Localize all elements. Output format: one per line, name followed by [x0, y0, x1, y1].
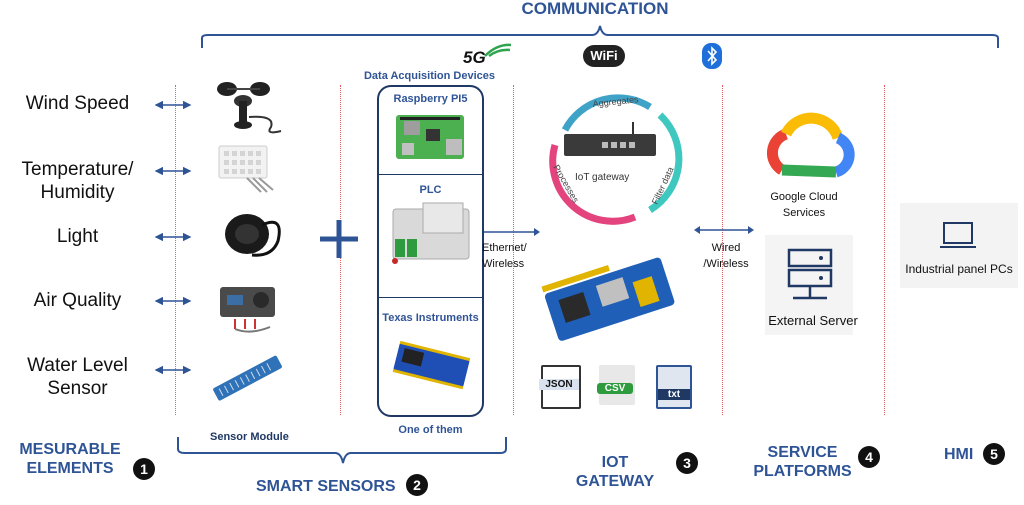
light-sensor-icon [225, 214, 281, 257]
label-temperature-humidity: Temperature/ Humidity [21, 159, 134, 203]
section-number-3: 3 [676, 452, 698, 474]
label-water-level: Water Level Sensor [27, 355, 128, 399]
csv-file-icon: CSV [597, 365, 635, 405]
5g-icon: 5G [463, 42, 513, 68]
section-measurable-elements: MESURABLE ELEMENTS [19, 441, 121, 477]
cycle-aggregates: Aggregates [592, 94, 639, 109]
daq-title: Data Acquisition Devices [363, 70, 496, 82]
bluetooth-icon [702, 43, 722, 69]
section-number-1: 1 [133, 458, 155, 480]
divider-4 [722, 85, 723, 415]
water-level-sensor-icon [213, 355, 282, 401]
daq-device-texas-instruments: Texas Instruments [382, 312, 479, 324]
industrial-panel-card [900, 203, 1018, 288]
industrial-panel-label: Industrial panel PCs [905, 262, 1013, 276]
divider-3 [513, 85, 514, 415]
plc-icon [392, 202, 470, 264]
section-hmi: HMI [944, 446, 974, 463]
daq-footer: One of them [398, 424, 463, 436]
ethernet-label: Ethernet/ Wireless [482, 242, 527, 270]
section-iot-gateway: IOT GATEWAY [575, 454, 655, 490]
gateway-cycle: Aggregates Filter data Processes [549, 94, 683, 225]
json-label: JSON [539, 379, 579, 390]
wired-arrow [694, 226, 754, 234]
daq-device-raspberry: Raspberry PI5 [393, 93, 468, 105]
anemometer-icon [217, 82, 282, 134]
txt-label: txt [658, 389, 690, 400]
gateway-hat-board-icon [541, 257, 675, 341]
communication-title: COMMUNICATION [521, 0, 669, 18]
raspberry-pi-icon [396, 115, 464, 159]
section-smart-sensors: SMART SENSORS [256, 478, 396, 495]
section-service-platforms: SERVICE PLATFORMS [753, 444, 852, 480]
divider-1 [175, 85, 176, 415]
server-icon [787, 248, 833, 300]
ethernet-arrow [484, 228, 540, 236]
laptop-icon [940, 222, 976, 248]
iot-gateway-label: IoT gateway [575, 172, 630, 183]
plus-icon [320, 220, 358, 258]
google-cloud-icon [766, 112, 855, 178]
dht-sensor-icon [218, 145, 274, 193]
iot-gateway-device-icon [564, 122, 656, 156]
measure-arrows [154, 100, 192, 375]
json-file-icon: JSON [539, 365, 581, 409]
csv-label: CSV [597, 383, 633, 394]
wifi-icon: WiFi [583, 45, 625, 67]
label-wind-speed: Wind Speed [25, 93, 130, 114]
external-server-label: External Server [768, 313, 858, 328]
divider-5 [884, 85, 885, 415]
sensor-module-brace [177, 437, 507, 464]
label-light: Light [56, 226, 99, 247]
sensor-module-label: Sensor Module [210, 431, 289, 443]
daq-device-plc: PLC [419, 184, 442, 196]
communication-brace [201, 25, 999, 48]
air-quality-sensor-icon [220, 287, 275, 333]
label-air-quality: Air Quality [33, 290, 122, 311]
google-cloud-label: Google Cloud Services [770, 191, 838, 219]
section-number-4: 4 [858, 446, 880, 468]
daq-box: Raspberry PI5 PLC Texas Instruments One … [377, 85, 484, 436]
wired-label: Wired /Wireless [703, 242, 749, 270]
texas-instruments-board-icon [392, 340, 471, 390]
section-number-5: 5 [983, 443, 1005, 465]
5g-label: 5G [463, 48, 486, 67]
section-number-2: 2 [406, 474, 428, 496]
txt-file-icon: txt [656, 365, 692, 409]
